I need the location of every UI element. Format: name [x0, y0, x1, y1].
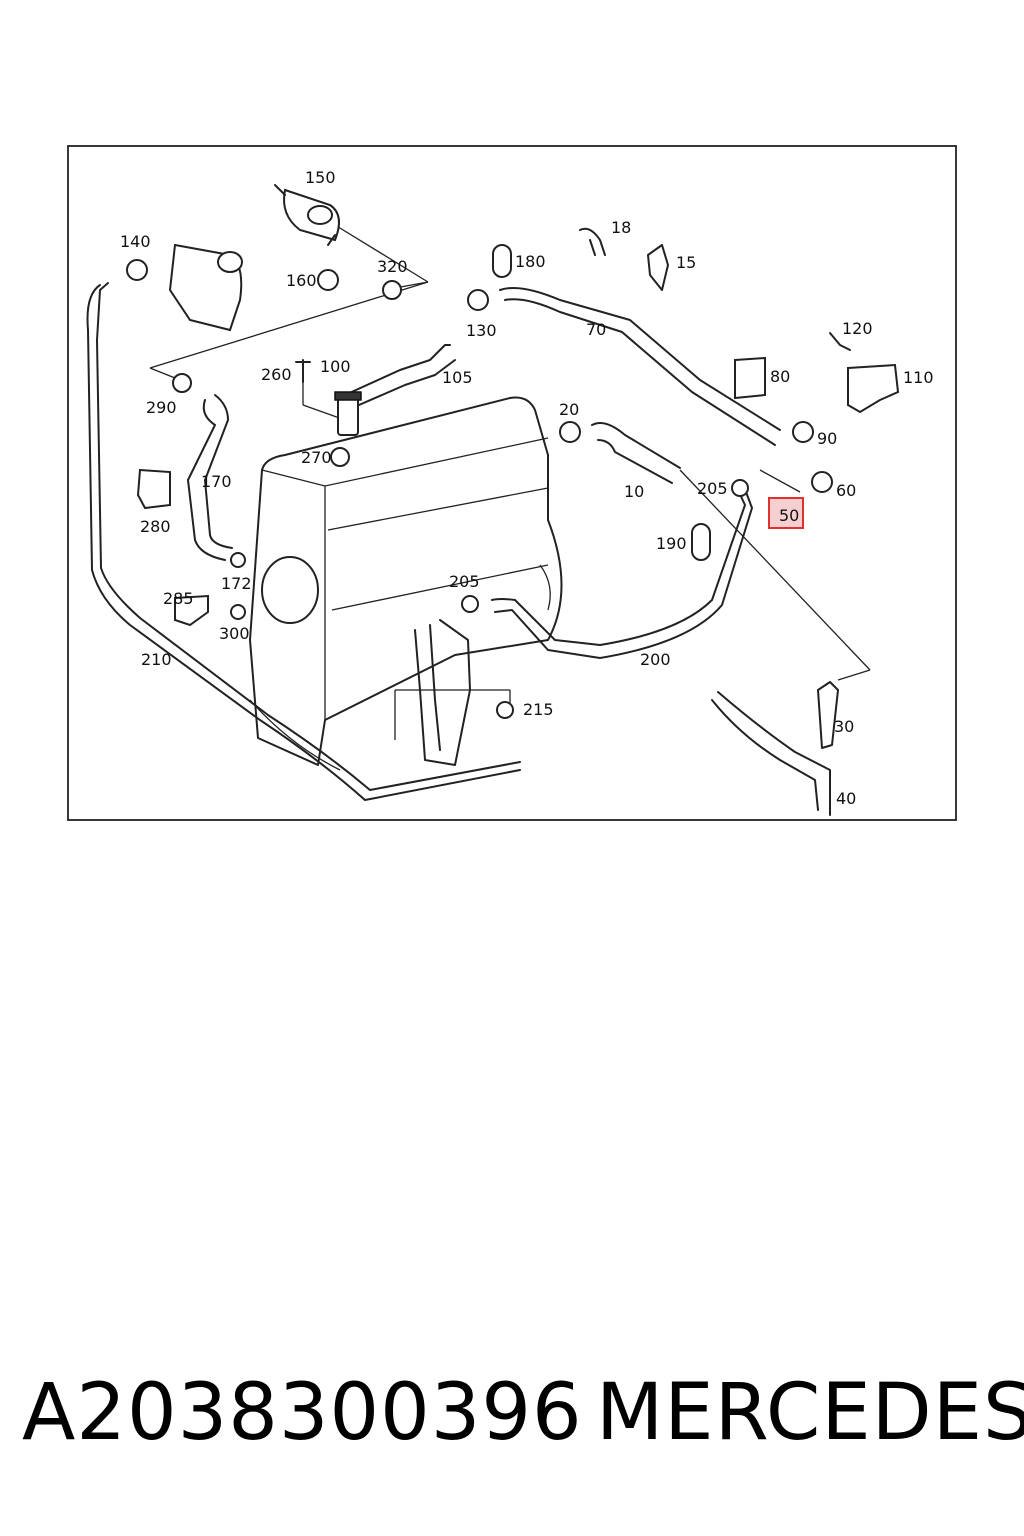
callout-100: 100 [320, 357, 351, 376]
hose-30 [817, 681, 839, 749]
callout-130: 130 [466, 321, 497, 340]
bracket-285 [174, 594, 209, 627]
callout-180: 180 [515, 252, 546, 271]
hose-105 [344, 344, 451, 396]
screw-120 [829, 332, 851, 351]
caption: A2038300396 MERCEDES [0, 1368, 1024, 1478]
reservoir [168, 243, 243, 332]
engine-block [249, 396, 563, 771]
callout-18: 18 [611, 218, 631, 237]
tube-215 [414, 619, 471, 766]
callout-20: 20 [559, 400, 579, 419]
callout-320: 320 [377, 257, 408, 276]
callout-215: 215 [523, 700, 554, 719]
callout-110: 110 [903, 368, 934, 387]
callout-285: 285 [163, 589, 194, 608]
clip-280 [136, 468, 171, 510]
callout-172: 172 [221, 574, 252, 593]
elbow-18 [579, 227, 606, 256]
callout-190: 190 [656, 534, 687, 553]
highlight-box [768, 497, 804, 529]
callout-300: 300 [219, 624, 250, 643]
callout-290: 290 [146, 398, 177, 417]
leader-lines [149, 224, 871, 740]
callout-270: 270 [301, 448, 332, 467]
hose-170 [187, 399, 226, 561]
callout-50: 50 [779, 506, 799, 525]
callout-260: 260 [261, 365, 292, 384]
valve-100 [334, 391, 362, 436]
callout-10: 10 [624, 482, 644, 501]
hose-40 [711, 691, 831, 816]
callout-205-upper: 205 [697, 479, 728, 498]
hose-200 [491, 489, 746, 646]
callout-160: 160 [286, 271, 317, 290]
connector-15 [647, 244, 669, 291]
callout-30: 30 [834, 717, 854, 736]
grommet-180 [492, 244, 512, 278]
callout-280: 280 [140, 517, 171, 536]
screw-300 [230, 604, 246, 620]
screw-260 [295, 359, 311, 383]
diagram-frame [67, 145, 957, 821]
grommet-190 [691, 523, 711, 561]
pipe-210 [86, 284, 521, 801]
bracket-110 [847, 363, 900, 414]
callout-40: 40 [836, 789, 856, 808]
callout-210: 210 [141, 650, 172, 669]
callout-140: 140 [120, 232, 151, 251]
part-number: A2038300396 [22, 1368, 583, 1458]
callout-70: 70 [586, 320, 606, 339]
callout-90: 90 [817, 429, 837, 448]
pump-150 [274, 184, 340, 246]
callout-170: 170 [201, 472, 232, 491]
callout-200: 200 [640, 650, 671, 669]
hose-10 [591, 422, 681, 469]
callout-80: 80 [770, 367, 790, 386]
callout-150: 150 [305, 168, 336, 187]
callout-205-lower: 205 [449, 572, 480, 591]
callout-105: 105 [442, 368, 473, 387]
callout-60: 60 [836, 481, 856, 500]
brand-name: MERCEDES [596, 1368, 1024, 1458]
clamps [126, 259, 833, 719]
callout-15: 15 [676, 253, 696, 272]
callout-labels: 150 140 320 160 18 180 15 130 70 120 260… [120, 168, 934, 808]
bracket-80 [734, 356, 766, 400]
callout-120: 120 [842, 319, 873, 338]
hose-70 [499, 287, 781, 431]
